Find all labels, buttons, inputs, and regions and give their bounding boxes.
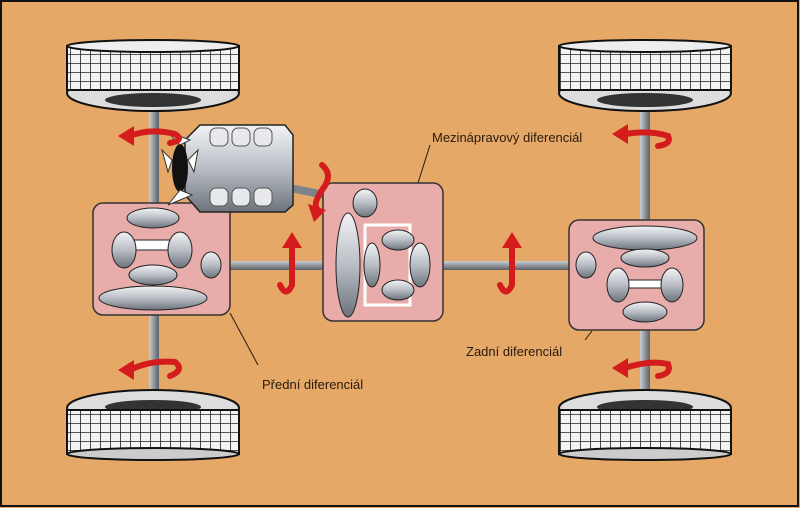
front-differential bbox=[92, 202, 231, 316]
rotation-arrow-rear-left bbox=[127, 358, 182, 379]
rotation-arrow-engine-output bbox=[312, 162, 331, 213]
rotation-arrow-front-left bbox=[127, 128, 182, 146]
center-differential bbox=[322, 182, 444, 322]
label-center-differential: Mezinápravový diferenciál bbox=[432, 130, 582, 145]
label-front-differential: Přední diferenciál bbox=[262, 377, 363, 392]
wheel-front-left bbox=[66, 39, 240, 112]
arrow-heads bbox=[118, 124, 628, 380]
wheel-rear-left bbox=[66, 389, 240, 461]
rotation-arrow-front-shaft bbox=[277, 242, 295, 295]
rotation-arrow-rear-right bbox=[622, 359, 672, 379]
wheel-front-right bbox=[558, 39, 732, 112]
fan-icon bbox=[172, 144, 188, 192]
rotation-arrow-front-right bbox=[622, 129, 672, 149]
wheel-rear-right bbox=[558, 389, 732, 461]
rotation-arrows bbox=[127, 128, 672, 379]
rear-differential bbox=[568, 219, 705, 331]
leader-lines bbox=[229, 144, 593, 366]
rotation-arrow-rear-shaft bbox=[497, 242, 515, 295]
label-rear-differential: Zadní diferenciál bbox=[466, 344, 562, 359]
engine bbox=[161, 124, 294, 213]
